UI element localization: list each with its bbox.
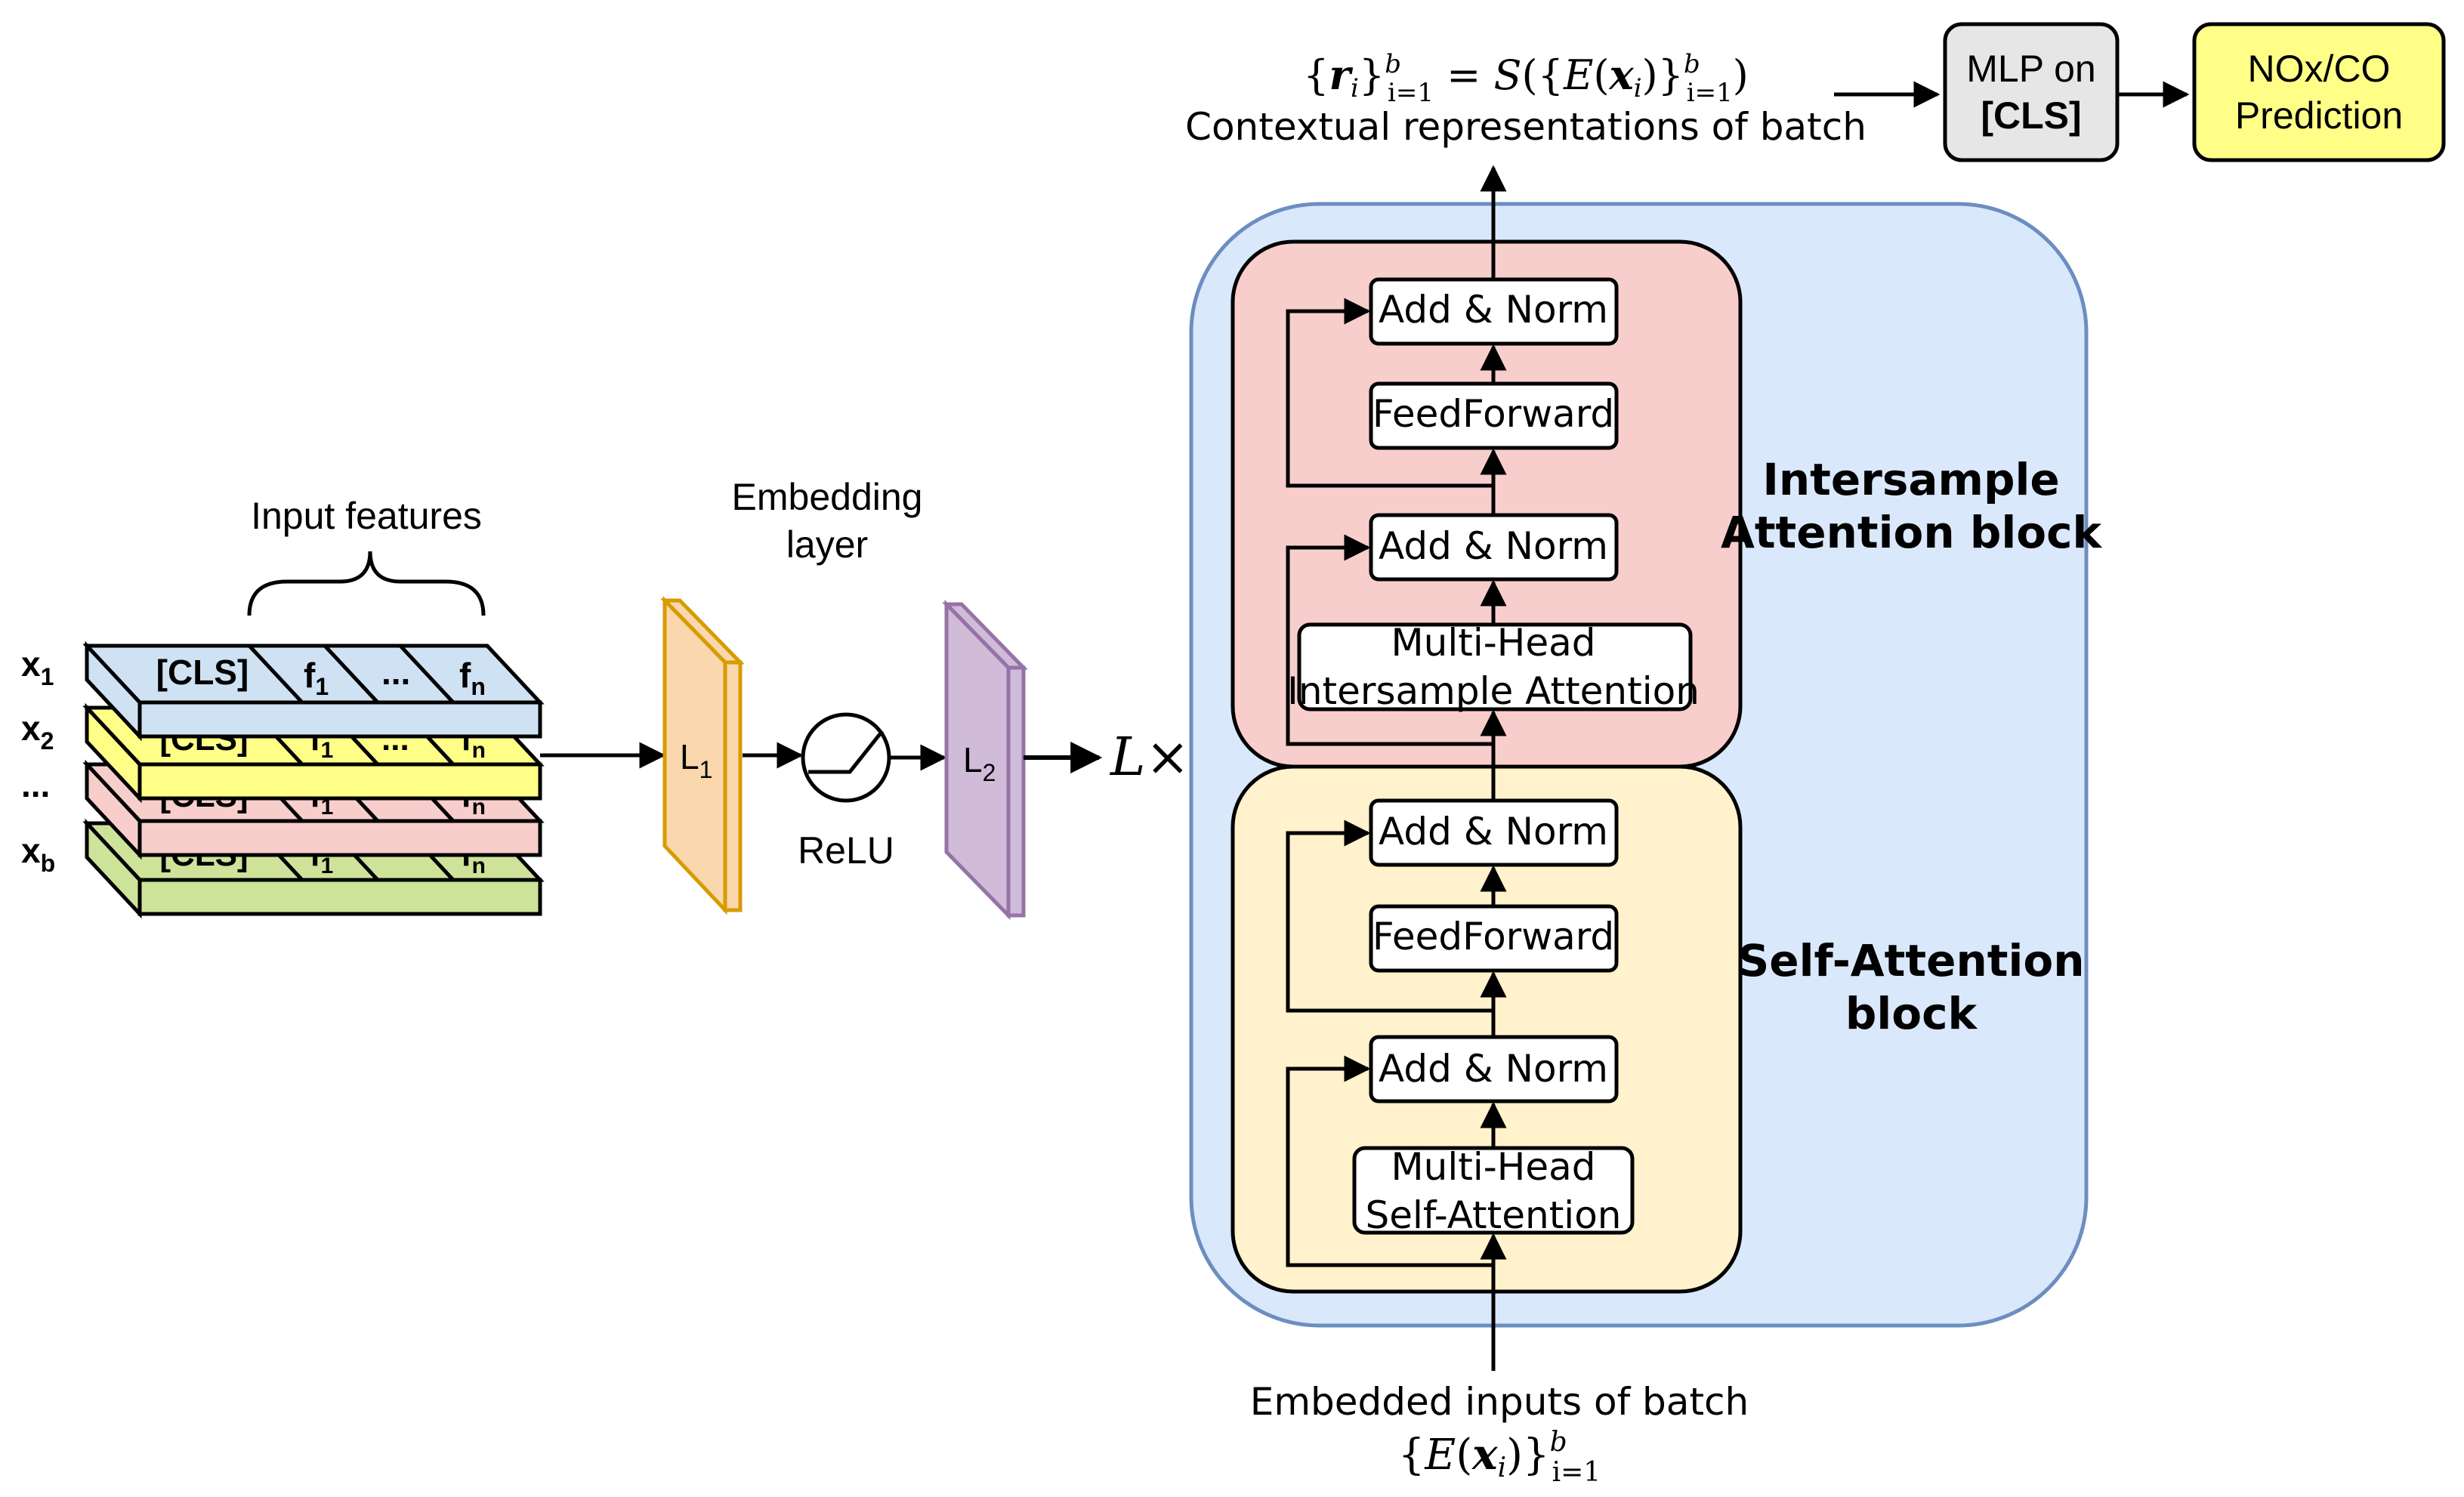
intersample-title-line2: Attention block [1721,507,2103,558]
input-features-brace [247,551,486,616]
relu-label: ReLU [798,829,894,872]
mlp-line2: [CLS] [1981,94,2081,137]
intersample-mha-line2: Intersample Attention [1287,669,1700,713]
l1-label: L1 [680,737,712,783]
input-features-label: Input features [251,495,482,537]
l1-layer: L1 [660,595,745,915]
prediction-line1: NOx/CO [2248,48,2391,90]
residual-connections [1286,298,1493,1267]
row-x1-cls: [CLS] [156,653,249,692]
input-caption: Embedded inputs of batch [1250,1380,1749,1424]
embedding-title-line1: Embedding [732,476,923,518]
l2-label: L2 [963,740,996,786]
prediction-box [2192,22,2446,162]
self-feedforward-label: FeedForward [1372,915,1614,958]
repeat-label: L× [1109,726,1190,788]
row-name-xb: xb [21,831,55,877]
intersample-title-line1: Intersample [1762,454,2059,505]
input-row-x1: [CLS] f1 ... fn [82,640,545,742]
row-x1-fn: fn [459,656,486,700]
relu-icon [801,712,891,803]
embedding-title-line2: layer [786,523,868,566]
row-name-dots: ... [21,765,50,804]
l2-layer: L2 [942,599,1028,921]
intersample-feedforward-label: FeedForward [1372,392,1614,436]
self-add-norm-top-label: Add & Norm [1379,810,1608,853]
self-mha-line1: Multi-Head [1391,1145,1596,1189]
self-mha-line2: Self-Attention [1366,1193,1622,1237]
intersample-add-norm-top-label: Add & Norm [1379,288,1608,332]
row-name-x2: x2 [21,708,54,755]
intersample-mha-line1: Multi-Head [1391,621,1596,665]
self-attention-title-line2: block [1845,988,1978,1039]
output-caption: Contextual representations of batch [1185,105,1867,149]
row-name-x1: x1 [21,644,54,690]
row-x1-dots: ... [381,653,410,692]
prediction-line2: Prediction [2235,94,2403,137]
intersample-add-norm-bottom-label: Add & Norm [1379,524,1608,568]
self-add-norm-bottom-label: Add & Norm [1379,1047,1608,1091]
mlp-line1: MLP on [1966,48,2095,90]
mlp-box [1943,22,2120,162]
self-attention-title-line1: Self-Attention [1738,935,2085,986]
row-x1-f1: f1 [304,656,329,700]
